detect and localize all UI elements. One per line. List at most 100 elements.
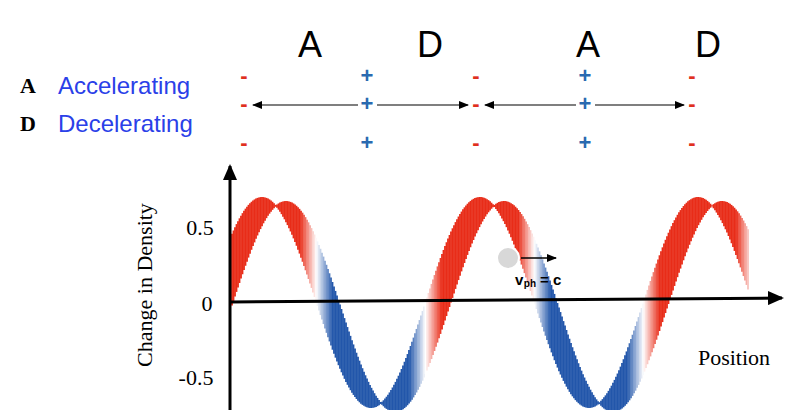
ribbon-stroke [693,198,695,235]
x-axis [230,298,782,302]
field-arrow [253,104,358,105]
ribbon-stroke [698,197,700,225]
region-letter: A [576,27,600,63]
charge-sign: - [472,65,479,87]
ribbon-stroke [474,198,476,237]
charge-sign: + [579,65,592,87]
ribbon-stroke [264,197,266,220]
ribbon-stroke [702,198,704,217]
ribbon-stroke [371,388,373,408]
ribbon-stroke [258,197,260,232]
tick-label: -0.5 [179,367,214,389]
ribbon-stroke [747,229,749,289]
ribbon-stroke [584,378,586,408]
ribbon-stroke [701,198,703,220]
ribbon-stroke [261,197,263,226]
charge-sign: + [361,93,374,115]
density-ribbon [232,197,748,410]
ribbon-stroke [375,396,377,407]
ribbon-stroke [582,374,584,406]
ribbon-stroke [482,197,484,221]
charge-sign: - [240,65,247,87]
ribbon-stroke [480,197,482,224]
ribbon-stroke [380,402,382,404]
ribbon-stroke [707,201,709,211]
charge-sign: - [240,132,247,154]
field-arrow [595,104,684,105]
region-letter: A [298,27,322,63]
ribbon-stroke [365,375,367,406]
ribbon-stroke [704,199,706,215]
ribbon-stroke [479,197,481,227]
ribbon-stroke [594,397,596,406]
ribbon-stroke [590,390,592,408]
ribbon-stroke [473,199,475,240]
charge-sign: - [240,93,247,115]
ribbon-stroke [696,197,698,228]
ribbon-stroke [257,198,259,236]
region-letter: D [417,27,443,63]
ribbon-stroke [486,199,488,214]
velocity-label: v [515,272,523,287]
legend-text: Accelerating [58,74,190,98]
ribbon-stroke [692,198,694,237]
charge-sign: + [361,132,374,154]
ribbon-stroke [270,201,272,212]
charge-sign: - [688,93,695,115]
legend-letter: A [20,75,36,97]
y-axis [229,166,232,410]
ribbon-stroke [471,200,473,244]
ribbon-stroke [260,197,262,229]
region-letter: D [695,27,721,63]
ribbon-stroke [597,401,599,404]
ribbon-stroke [377,398,379,406]
axis-title: Position [698,347,770,369]
velocity-arrow [521,257,556,259]
ribbon-stroke [269,199,271,213]
ribbon-stroke [710,204,712,208]
ribbon-stroke [596,399,598,405]
ribbon-stroke [492,204,494,207]
ribbon-stroke [275,205,277,207]
ribbon-stroke [372,391,374,408]
velocity-label: ph [524,279,536,289]
ribbon-stroke [254,199,256,242]
ribbon-stroke [488,200,490,212]
tick-label: 0 [202,293,213,315]
ribbon-stroke [587,384,589,408]
ribbon-stroke [368,382,370,408]
axis-title: Change in Density [134,203,156,367]
field-arrow [485,104,576,105]
ribbon-stroke [690,199,692,241]
ribbon-stroke [588,387,590,408]
ribbon-stroke [476,198,478,234]
charge-sign: + [579,132,592,154]
ribbon-stroke [273,203,275,208]
ribbon-stroke [705,200,707,213]
ribbon-stroke [255,199,257,239]
ribbon-stroke [363,372,365,406]
ribbon-stroke [266,198,268,218]
ribbon-stroke [581,371,583,406]
ribbon-stroke [374,393,376,407]
legend-text: Decelerating [58,112,193,136]
charge-sign: + [579,93,592,115]
charge-sign: + [361,65,374,87]
legend-letter: D [20,113,36,135]
ribbon-stroke [695,197,697,231]
field-arrow [377,104,468,105]
ribbon-stroke [263,197,265,223]
ribbon-stroke [267,199,269,216]
velocity-label: = c [540,272,561,287]
ribbon-stroke [369,385,371,408]
particle [497,247,519,269]
ribbon-stroke [378,400,380,405]
ribbon-stroke [699,197,701,222]
ribbon-stroke [485,198,487,216]
ribbon-stroke [272,202,274,210]
ribbon-stroke [477,197,479,230]
charge-sign: - [472,132,479,154]
charge-sign: - [688,65,695,87]
ribbon-stroke [489,201,491,210]
